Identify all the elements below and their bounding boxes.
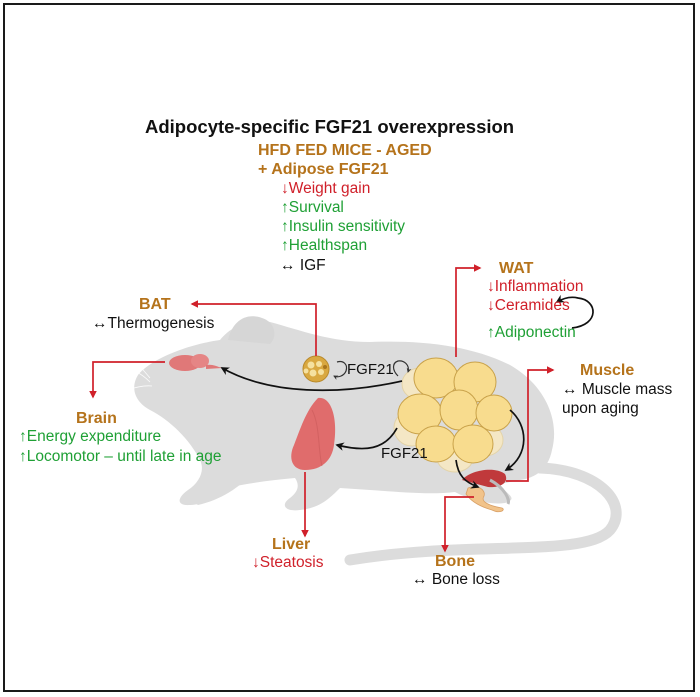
effect-text: Insulin sensitivity xyxy=(288,218,406,235)
bat-cell xyxy=(302,355,330,383)
bat-heading: BAT xyxy=(139,296,171,313)
up-arrow-icon: ↑ xyxy=(19,428,27,445)
effect-text: Steatosis xyxy=(259,554,324,571)
model-effect: ↔ IGF xyxy=(280,256,326,275)
down-arrow-icon: ↓ xyxy=(252,554,260,571)
mouse-front-leg xyxy=(190,460,255,505)
arrow-to-wat xyxy=(455,264,482,357)
up-arrow-icon: ↑ xyxy=(19,448,27,465)
effect-text: Inflammation xyxy=(494,278,584,295)
brain-organ xyxy=(169,354,222,371)
effect-text: Energy expenditure xyxy=(26,428,162,445)
liver-lobe-line xyxy=(311,409,323,467)
autocrine-loops xyxy=(333,360,412,380)
effect-text: Muscle mass xyxy=(581,381,673,398)
mouse-ear xyxy=(228,316,275,344)
down-arrow-icon: ↓ xyxy=(281,180,289,197)
effect-text: Bone loss xyxy=(431,571,500,588)
effect-text: Adiponectin xyxy=(494,324,576,341)
wat-effect: ↓Ceramides xyxy=(487,296,570,315)
bidirectional-arrow-icon: ↔ xyxy=(92,315,108,332)
brain-effect: ↑Energy expenditure xyxy=(19,427,161,446)
model-heading-line1: HFD FED MICE - AGED xyxy=(258,142,432,159)
figure-title: Adipocyte-specific FGF21 overexpression xyxy=(145,116,515,137)
bidirectional-arrow-icon: ↔ xyxy=(562,381,578,398)
arrow-wat-to-muscle xyxy=(504,409,525,471)
brain-effect: ↑Locomotor – until late in age xyxy=(19,447,221,466)
effect-text: Healthspan xyxy=(288,237,368,254)
arrow-to-muscle xyxy=(506,366,555,482)
fgf21-label-upper: FGF21 xyxy=(347,361,394,378)
model-heading-line2: + Adipose FGF21 xyxy=(258,161,389,178)
muscle-heading: Muscle xyxy=(580,362,635,379)
model-effect: ↑Survival xyxy=(281,198,344,217)
effect-text: Locomotor – until late in age xyxy=(26,448,222,465)
loop-bat xyxy=(333,360,348,380)
effect-text: Thermogenesis xyxy=(107,315,215,332)
arrow-wat-to-brain xyxy=(220,367,403,392)
effect-text: Ceramides xyxy=(494,297,570,314)
down-arrow-icon: ↓ xyxy=(487,278,495,295)
effect-text: Weight gain xyxy=(288,180,371,197)
bidirectional-arrow-icon: ↔ xyxy=(412,571,428,588)
mouse-silhouette xyxy=(134,316,622,566)
up-arrow-icon: ↑ xyxy=(281,218,289,235)
arrow-to-bone xyxy=(441,496,474,553)
model-effect: ↑Healthspan xyxy=(281,236,367,255)
fgf21-label-lower: FGF21 xyxy=(381,445,428,462)
signal-arrows xyxy=(89,264,555,553)
wat-adipocyte-cluster xyxy=(393,357,513,473)
bidirectional-arrow-icon: ↔ xyxy=(280,257,296,274)
wat-effect: ↑Adiponectin xyxy=(487,323,576,342)
arrow-adiponectin-to-ceramides xyxy=(555,294,594,329)
liver-heading: Liver xyxy=(272,536,311,553)
up-arrow-icon: ↑ xyxy=(281,199,289,216)
arrow-to-bat xyxy=(190,300,317,356)
muscle-effect-continuation: upon aging xyxy=(562,400,639,417)
arrow-to-brain xyxy=(89,361,165,399)
arrow-wat-to-liver xyxy=(335,427,398,451)
bone-heading: Bone xyxy=(435,553,475,570)
model-effect: ↑Insulin sensitivity xyxy=(281,217,405,236)
muscle-effect: ↔ Muscle mass xyxy=(562,380,672,399)
whiskers xyxy=(111,341,153,393)
effect-text: IGF xyxy=(299,257,326,274)
wat-effect: ↓Inflammation xyxy=(487,277,583,296)
effect-text: Survival xyxy=(288,199,344,216)
figure-frame xyxy=(3,3,695,692)
down-arrow-icon: ↓ xyxy=(487,297,495,314)
liver-organ xyxy=(291,397,336,470)
bat-effect: ↔Thermogenesis xyxy=(92,314,214,333)
arrow-wat-to-bone xyxy=(455,459,480,489)
up-arrow-icon: ↑ xyxy=(281,237,289,254)
loop-wat xyxy=(392,360,412,377)
model-effect: ↓Weight gain xyxy=(281,179,370,198)
wat-heading: WAT xyxy=(499,260,534,277)
fgf21-flow-arrows xyxy=(220,294,594,489)
brain-heading: Brain xyxy=(76,410,117,427)
bone-effect: ↔ Bone loss xyxy=(412,570,500,589)
liver-effect: ↓Steatosis xyxy=(252,553,324,572)
up-arrow-icon: ↑ xyxy=(487,324,495,341)
